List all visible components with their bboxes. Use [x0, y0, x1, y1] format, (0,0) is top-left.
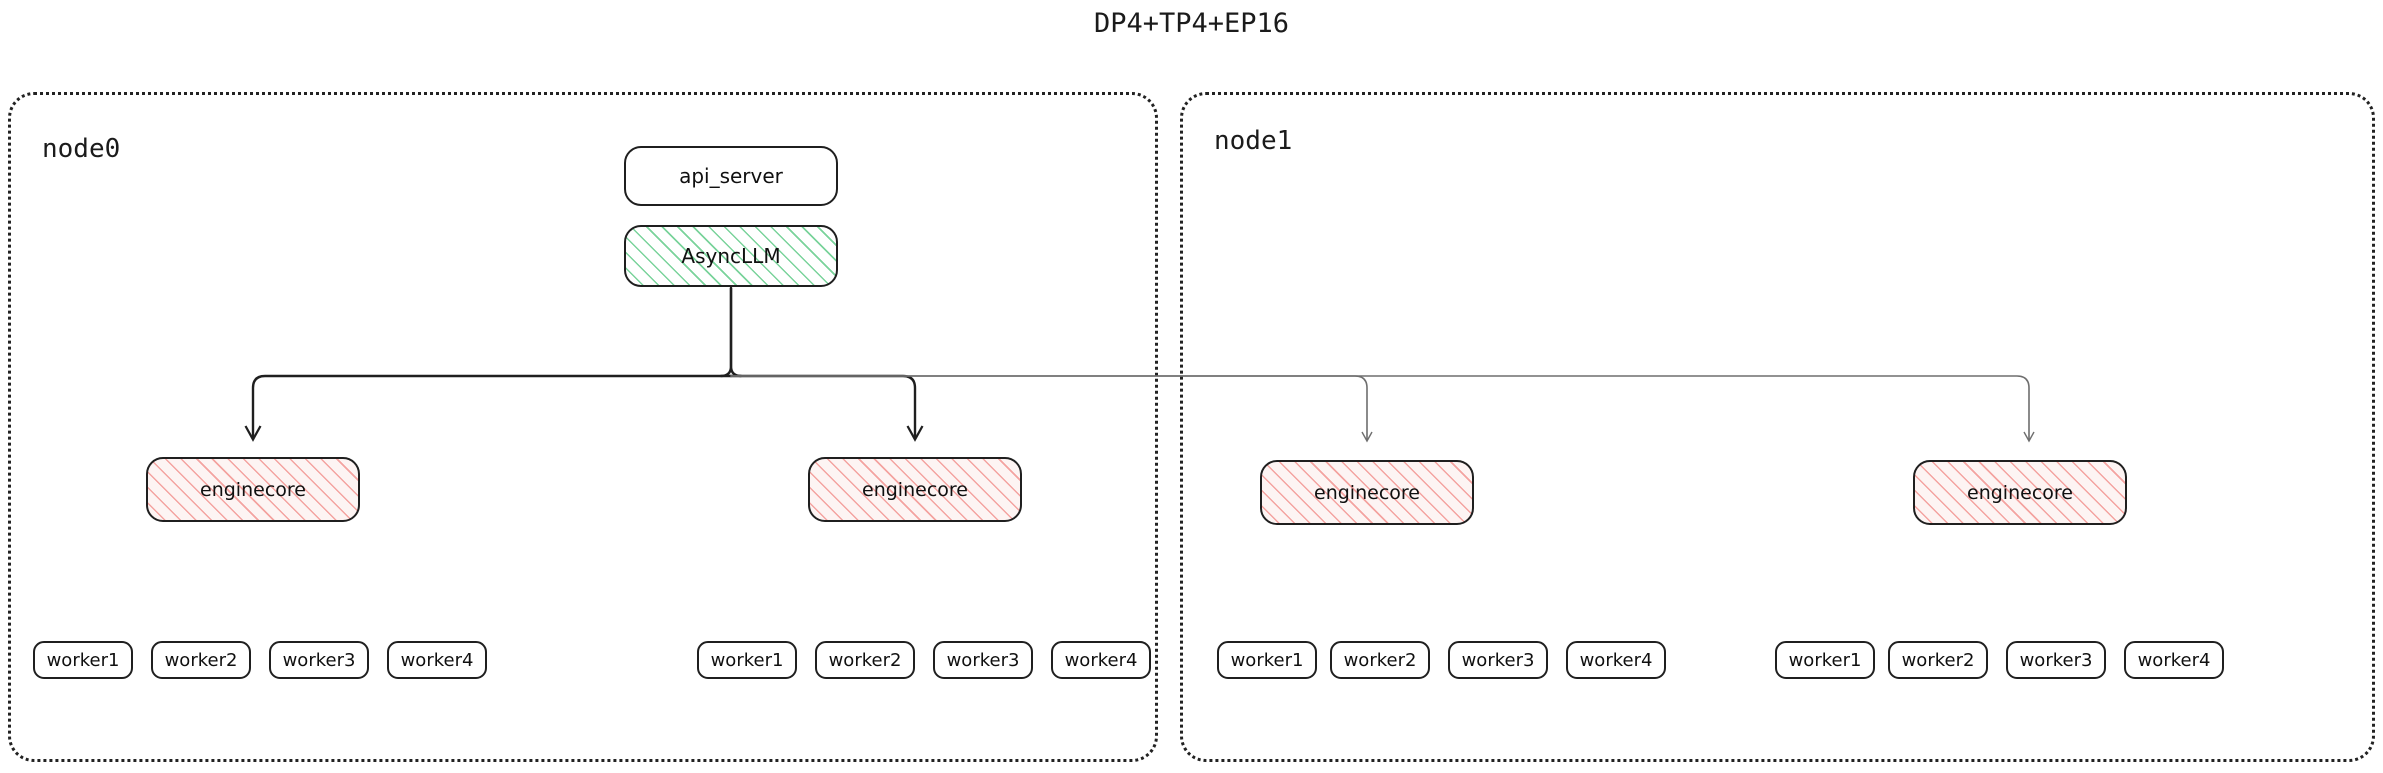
box-enginecore-node1-0[interactable]: enginecore [1260, 460, 1474, 525]
box-enginecore-node1-1[interactable]: enginecore [1913, 460, 2127, 525]
box-worker-node1-0-4[interactable]: worker4 [1566, 641, 1666, 679]
box-enginecore-node0-1[interactable]: enginecore [808, 457, 1022, 522]
box-worker-node0-1-1[interactable]: worker1 [697, 641, 797, 679]
box-worker-node0-1-4[interactable]: worker4 [1051, 641, 1151, 679]
box-worker-node1-0-2[interactable]: worker2 [1330, 641, 1430, 679]
box-worker-node0-0-1[interactable]: worker1 [33, 641, 133, 679]
box-api-server[interactable]: api_server [624, 146, 838, 206]
box-worker-node0-1-3[interactable]: worker3 [933, 641, 1033, 679]
box-worker-node0-0-3[interactable]: worker3 [269, 641, 369, 679]
box-worker-node1-1-3[interactable]: worker3 [2006, 641, 2106, 679]
box-worker-node1-0-1[interactable]: worker1 [1217, 641, 1317, 679]
box-worker-node0-1-2[interactable]: worker2 [815, 641, 915, 679]
box-worker-node1-1-1[interactable]: worker1 [1775, 641, 1875, 679]
node-label-node1: node1 [1214, 126, 1293, 156]
box-worker-node0-0-2[interactable]: worker2 [151, 641, 251, 679]
box-worker-node0-0-4[interactable]: worker4 [387, 641, 487, 679]
box-enginecore-node0-0[interactable]: enginecore [146, 457, 360, 522]
box-worker-node1-0-3[interactable]: worker3 [1448, 641, 1548, 679]
box-async-llm[interactable]: AsyncLLM [624, 225, 838, 287]
node-label-node0: node0 [42, 134, 121, 164]
box-worker-node1-1-4[interactable]: worker4 [2124, 641, 2224, 679]
page-title: DP4+TP4+EP16 [1093, 8, 1290, 39]
box-worker-node1-1-2[interactable]: worker2 [1888, 641, 1988, 679]
